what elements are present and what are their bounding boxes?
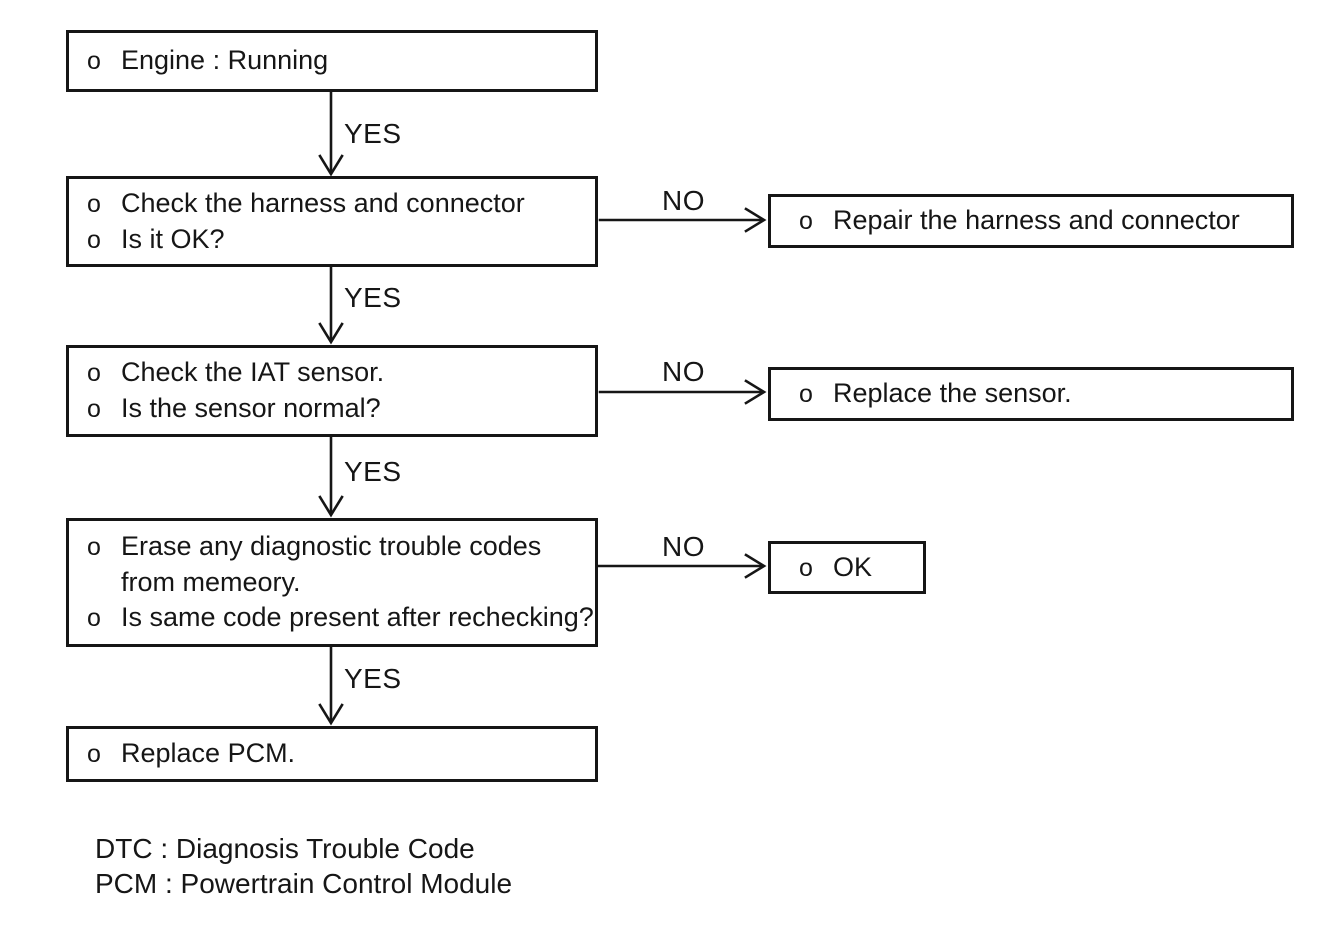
step-line: o Is the sensor normal?	[87, 391, 595, 427]
bullet-marker: o	[87, 189, 101, 218]
outcome-line: o OK	[799, 550, 923, 586]
step-text: Is it OK?	[121, 223, 225, 254]
edge-label-no-3: NO	[662, 531, 705, 562]
yes-arrow-4-head	[318, 703, 344, 726]
step-text: Engine : Running	[121, 45, 329, 75]
no-arrow-3-head	[744, 553, 767, 579]
edge-label-no-1: NO	[662, 185, 705, 216]
step-text: Erase any diagnostic trouble codes	[121, 531, 542, 561]
yes-arrow-2-head	[318, 322, 344, 345]
step-text: Check the harness and connector	[121, 187, 525, 218]
bullet-marker: o	[87, 604, 101, 632]
step-text: Replace PCM.	[121, 738, 296, 768]
step-text: Check the IAT sensor.	[121, 357, 385, 387]
step-line: o Is it OK?	[87, 222, 595, 258]
edge-label-yes-3: YES	[344, 456, 402, 487]
step-line: o Check the harness and connector	[87, 186, 595, 222]
outcome-line: o Repair the harness and connector	[799, 203, 1291, 239]
edge-label-yes-2: YES	[344, 282, 402, 313]
flow-step-check-iat-sensor: o Check the IAT sensor. o Is the sensor …	[66, 345, 598, 437]
step-text: from memeory.	[121, 567, 301, 597]
flow-outcome-replace-sensor: o Replace the sensor.	[768, 367, 1294, 421]
legend-pcm: PCM : Powertrain Control Module	[95, 868, 513, 899]
flow-step-replace-pcm: o Replace PCM.	[66, 726, 598, 782]
bullet-marker: o	[87, 225, 101, 254]
bullet-marker: o	[799, 207, 813, 235]
step-line: o Engine : Running	[87, 43, 595, 79]
edge-label-no-2: NO	[662, 356, 705, 387]
flow-outcome-repair-harness: o Repair the harness and connector	[768, 194, 1294, 248]
yes-arrow-1-head	[318, 154, 344, 177]
edge-label-yes-1: YES	[344, 118, 402, 149]
flow-step-check-harness: o Check the harness and connector o Is i…	[66, 176, 598, 267]
no-arrow-1-head	[744, 207, 767, 233]
flow-step-erase-dtc: o Erase any diagnostic trouble codes fro…	[66, 518, 598, 647]
step-text: Is the sensor normal?	[121, 393, 381, 423]
bullet-marker: o	[799, 553, 813, 582]
bullet-marker: o	[799, 380, 813, 408]
outcome-text: Repair the harness and connector	[833, 205, 1240, 235]
step-text: Is same code present after rechecking?	[121, 602, 594, 632]
step-line: o Erase any diagnostic trouble codes	[87, 529, 595, 565]
step-line: o Is same code present after rechecking?	[87, 600, 595, 636]
bullet-marker: o	[87, 359, 101, 387]
flow-outcome-ok: o OK	[768, 541, 926, 594]
no-arrow-2-head	[744, 379, 767, 405]
yes-arrow-3-head	[318, 495, 344, 518]
bullet-marker: o	[87, 47, 101, 75]
legend-dtc: DTC : Diagnosis Trouble Code	[95, 833, 475, 864]
bullet-marker: o	[87, 395, 101, 423]
flow-step-engine-running: o Engine : Running	[66, 30, 598, 92]
bullet-marker: o	[87, 740, 101, 768]
bullet-marker: o	[87, 533, 101, 561]
step-line: from memeory.	[87, 565, 595, 600]
outcome-text: OK	[833, 551, 873, 582]
step-line: o Check the IAT sensor.	[87, 355, 595, 391]
edge-label-yes-4: YES	[344, 663, 402, 694]
outcome-text: Replace the sensor.	[833, 378, 1072, 408]
step-line: o Replace PCM.	[87, 736, 595, 772]
outcome-line: o Replace the sensor.	[799, 376, 1291, 412]
